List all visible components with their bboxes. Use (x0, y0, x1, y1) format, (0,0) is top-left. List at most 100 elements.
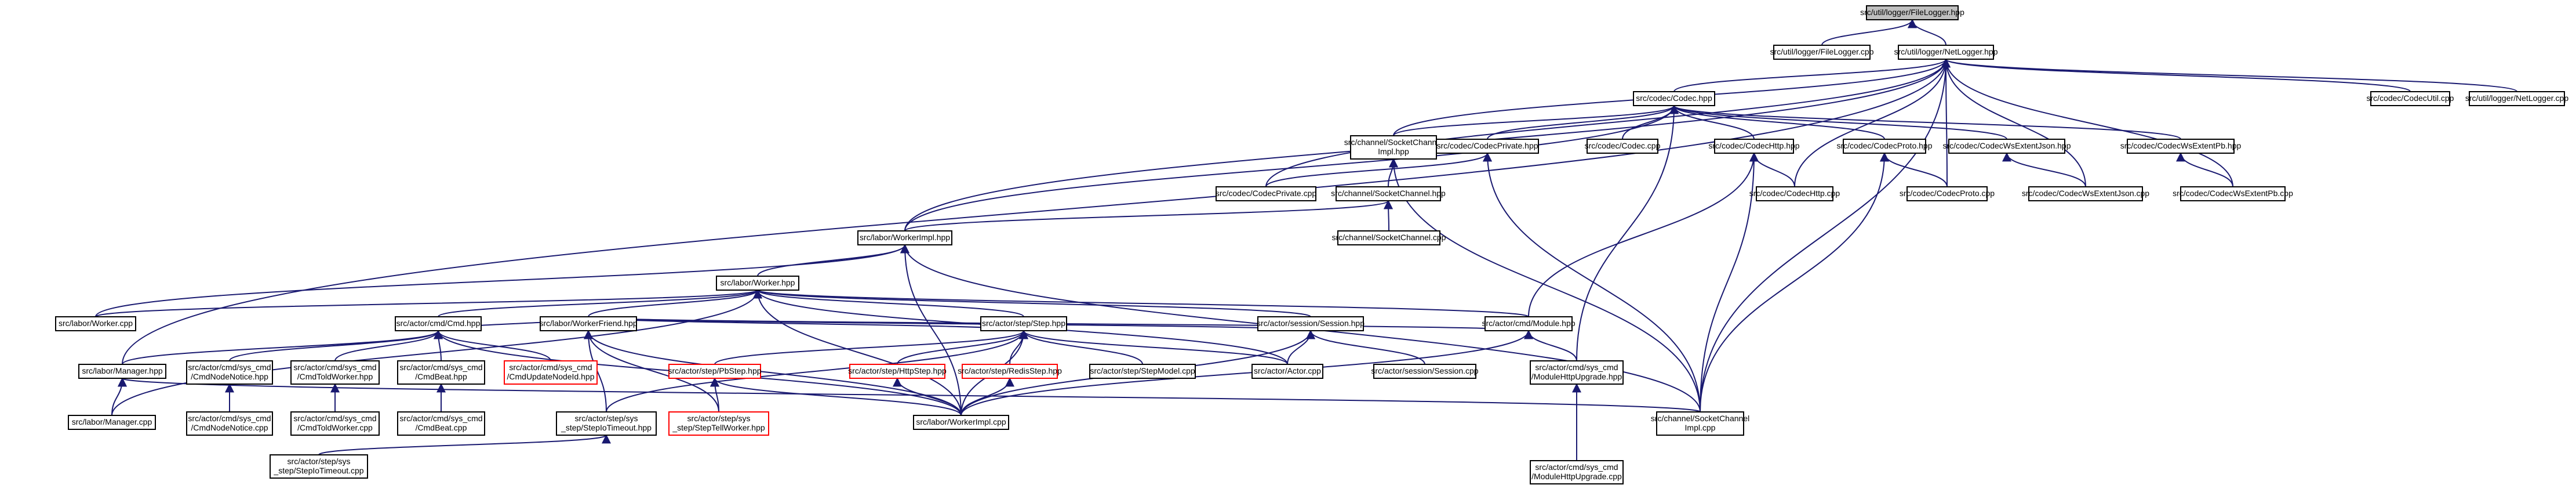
file-node-box (1773, 45, 1871, 60)
file-node[interactable]: src/codec/CodecWsExtentJson.hpp (1943, 139, 2071, 154)
file-node[interactable]: src/actor/cmd/sys_cmd/ModuleHttpUpgrade.… (1530, 360, 1624, 385)
file-node-box (1436, 139, 1539, 154)
file-node-box (1089, 364, 1196, 379)
file-node-label: _step/StepIoTimeout.hpp (561, 423, 652, 432)
file-node-box (2028, 186, 2143, 201)
file-node[interactable]: src/actor/step/HttpStep.hpp (848, 364, 947, 379)
file-node[interactable]: src/codec/Codec.hpp (1633, 91, 1715, 106)
file-node[interactable]: src/actor/cmd/sys_cmd/CmdBeat.hpp (397, 360, 485, 385)
nodes: src/util/logger/FileLogger.hpp src/util/l… (55, 5, 2568, 484)
file-node[interactable]: src/actor/cmd/sys_cmd/CmdToldWorker.cpp (290, 411, 380, 436)
file-node-label: src/actor/cmd/sys_cmd (1535, 363, 1618, 372)
file-node[interactable]: src/codec/CodecWsExtentPb.cpp (2173, 186, 2293, 201)
file-node[interactable]: src/actor/step/RedisStep.hpp (958, 364, 1062, 379)
include-edge (753, 289, 962, 416)
file-node-box (2180, 186, 2286, 201)
include-edge (1019, 330, 1288, 365)
file-node[interactable]: src/codec/CodecWsExtentPb.hpp (2120, 139, 2242, 154)
file-node-box (1216, 186, 1316, 201)
file-node[interactable]: src/actor/session/Session.cpp (1371, 364, 1479, 379)
include-edge (1669, 104, 1885, 140)
file-node[interactable]: src/actor/cmd/sys_cmd/CmdUpdateNodeId.hp… (504, 360, 598, 385)
file-node-box (55, 316, 136, 331)
file-node-label: src/actor/step/sys (288, 457, 351, 466)
file-node-label: /CmdToldWorker.cpp (297, 423, 373, 432)
file-node[interactable]: src/labor/WorkerImpl.cpp (913, 415, 1009, 430)
file-node[interactable]: src/actor/cmd/sys_cmd/CmdNodeNotice.cpp (186, 411, 273, 436)
file-node[interactable]: src/codec/CodecWsExtentJson.cpp (2022, 186, 2149, 201)
file-node[interactable]: src/actor/cmd/sys_cmd/CmdNodeNotice.hpp (186, 360, 273, 385)
file-node[interactable]: src/actor/cmd/sys_cmd/CmdBeat.cpp (397, 411, 485, 436)
file-node-label: src/labor/WorkerImpl.hpp (860, 233, 950, 242)
file-node[interactable]: src/labor/WorkerFriend.hpp (539, 316, 638, 331)
file-node[interactable]: src/labor/Worker.cpp (55, 316, 136, 331)
file-node-label: src/util/logger/NetLogger.cpp (2465, 93, 2568, 103)
file-node[interactable]: src/labor/Manager.cpp (68, 415, 156, 430)
file-node-box (1843, 139, 1926, 154)
file-node-label: src/actor/step/HttpStep.hpp (848, 366, 947, 375)
file-node-label: src/util/logger/FileLogger.hpp (1860, 8, 1964, 17)
file-node[interactable]: src/actor/cmd/Module.hpp (1482, 316, 1576, 331)
file-node[interactable]: src/actor/step/StepModel.cpp (1089, 364, 1196, 379)
file-node-box (849, 364, 945, 379)
file-node[interactable]: src/codec/CodecProto.cpp (1900, 186, 1995, 201)
file-node-label: /CmdNodeNotice.cpp (191, 423, 268, 432)
file-node[interactable]: src/codec/CodecProto.hpp (1837, 139, 1933, 154)
file-node[interactable]: src/actor/cmd/Cmd.hpp (395, 316, 482, 331)
include-edge (1576, 104, 1679, 361)
file-node[interactable]: src/codec/Codec.cpp (1585, 139, 1661, 154)
file-node-label: src/actor/step/RedisStep.hpp (958, 366, 1062, 375)
file-node[interactable]: src/codec/CodecHttp.cpp (1749, 186, 1840, 201)
file-node[interactable]: src/util/logger/FileLogger.hpp (1860, 5, 1964, 20)
file-node-box (2370, 91, 2450, 106)
include-edge (584, 330, 719, 413)
include-edge (714, 330, 1028, 365)
file-node-label: src/actor/cmd/Cmd.hpp (396, 319, 481, 328)
include-edge (1941, 58, 2086, 187)
file-node[interactable]: src/actor/cmd/sys_cmd/ModuleHttpUpgrade.… (1530, 460, 1624, 484)
file-node[interactable]: src/util/logger/NetLogger.hpp (1894, 45, 1998, 60)
file-node[interactable]: src/actor/step/sys_step/StepIoTimeout.cp… (270, 454, 368, 479)
file-node[interactable]: src/util/logger/NetLogger.cpp (2465, 91, 2568, 106)
file-node[interactable]: src/actor/Actor.cpp (1251, 364, 1323, 379)
file-node-box (290, 360, 380, 385)
include-edge (229, 330, 443, 361)
file-node[interactable]: src/actor/step/sys_step/StepTellWorker.h… (668, 411, 769, 436)
file-node[interactable]: src/actor/step/Step.hpp (980, 316, 1067, 331)
include-edge (1384, 200, 1393, 231)
file-node-box (290, 411, 380, 436)
file-node[interactable]: src/util/logger/FileLogger.cpp (1770, 45, 1874, 60)
file-node[interactable]: src/channel/SocketChannel.hpp (1331, 186, 1446, 201)
file-node-label: src/actor/cmd/sys_cmd (399, 363, 482, 372)
file-node-box (1485, 316, 1573, 331)
file-node-box (1866, 5, 1959, 20)
file-node[interactable]: src/labor/Manager.hpp (78, 364, 166, 379)
file-node-label: src/actor/cmd/sys_cmd (293, 414, 376, 423)
file-node[interactable]: src/actor/session/Session.hpp (1257, 316, 1365, 331)
file-node-label: src/actor/step/Step.hpp (982, 319, 1065, 328)
include-edge (318, 434, 611, 455)
file-node[interactable]: src/channel/SocketChannel.cpp (1332, 230, 1446, 245)
file-node[interactable]: src/actor/step/sys_step/StepIoTimeout.hp… (556, 411, 657, 436)
file-node[interactable]: src/codec/CodecPrivate.hpp (1436, 139, 1539, 154)
file-node-label: /CmdBeat.hpp (415, 372, 467, 381)
file-node[interactable]: src/labor/WorkerImpl.hpp (857, 230, 952, 245)
include-edge (1700, 152, 1759, 413)
file-node[interactable]: src/actor/cmd/sys_cmd/CmdToldWorker.hpp (290, 360, 380, 385)
file-node[interactable]: src/labor/Worker.hpp (716, 276, 799, 291)
file-node[interactable]: src/codec/CodecHttp.hpp (1708, 139, 1800, 154)
file-node-label: src/codec/CodecWsExtentJson.cpp (2022, 189, 2149, 198)
file-node-label: /CmdNodeNotice.hpp (191, 372, 268, 381)
file-node[interactable]: src/actor/step/PbStep.hpp (668, 364, 762, 379)
include-edge (1941, 58, 2233, 187)
file-node-box (540, 316, 637, 331)
file-node-label: _step/StepTellWorker.hpp (672, 423, 765, 432)
file-node[interactable]: src/codec/CodecUtil.cpp (2367, 91, 2454, 106)
file-node[interactable]: src/codec/CodecPrivate.cpp (1216, 186, 1317, 201)
include-edge (904, 104, 1679, 231)
file-node-label: src/actor/step/sys (575, 414, 638, 423)
file-node-label: src/labor/Manager.cpp (72, 417, 152, 426)
file-node-box (1530, 360, 1624, 385)
